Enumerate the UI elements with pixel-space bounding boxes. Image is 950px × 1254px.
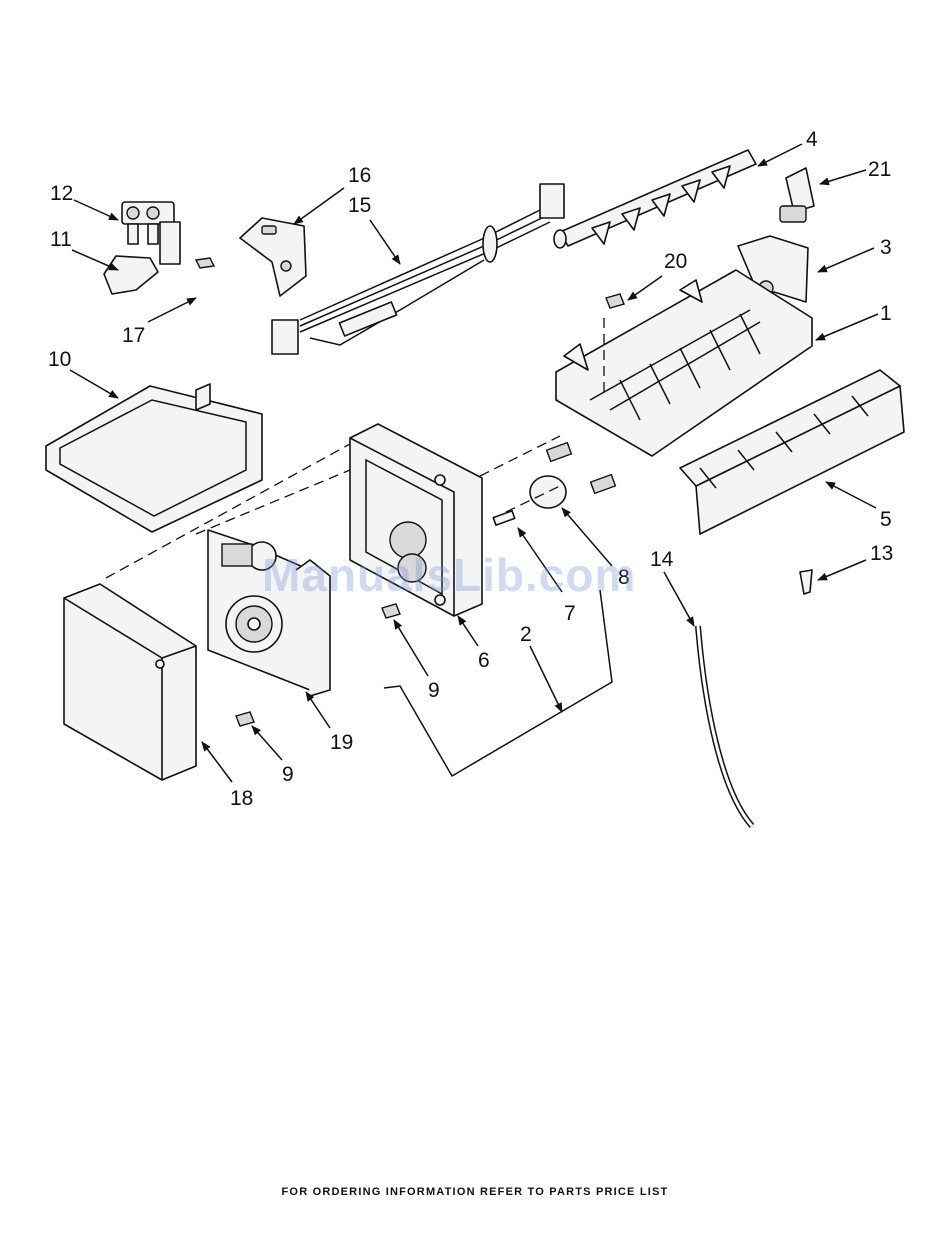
callout-21: 21 — [868, 158, 891, 181]
callout-12: 12 — [50, 182, 73, 205]
watermark: ManualsLib.com — [262, 548, 636, 602]
callout-1: 1 — [880, 302, 892, 325]
callout-5: 5 — [880, 508, 892, 531]
callout-9a: 9 — [428, 679, 440, 702]
callout-10: 10 — [48, 348, 71, 371]
callout-2: 2 — [520, 623, 532, 646]
plug-part — [800, 570, 812, 594]
callout-15: 15 — [348, 194, 371, 217]
callout-6: 6 — [478, 649, 490, 672]
motor-shaft-part — [493, 443, 615, 526]
callout-16: 16 — [348, 164, 371, 187]
shutoff-arm-part — [384, 590, 612, 776]
wire-harness-part — [272, 184, 564, 354]
callout-18: 18 — [230, 787, 253, 810]
water-valve-part — [104, 202, 214, 294]
cam-part — [780, 168, 814, 222]
callout-20: 20 — [664, 250, 687, 273]
callout-11: 11 — [50, 228, 72, 251]
wire-bracket-part — [240, 218, 306, 296]
callout-13: 13 — [870, 542, 893, 565]
callout-4: 4 — [806, 128, 818, 151]
callout-9b: 9 — [282, 763, 294, 786]
callout-3: 3 — [880, 236, 892, 259]
screw-20-part — [606, 294, 624, 308]
callout-7: 7 — [564, 602, 576, 625]
ejector-part — [554, 150, 756, 248]
callout-19: 19 — [330, 731, 353, 754]
ice-bin-part — [46, 384, 262, 532]
callout-14: 14 — [650, 548, 674, 571]
fill-tube-part — [698, 626, 752, 826]
callout-17: 17 — [122, 324, 145, 347]
module-cover-part — [64, 584, 196, 780]
footer-note: FOR ORDERING INFORMATION REFER TO PARTS … — [0, 1186, 950, 1198]
